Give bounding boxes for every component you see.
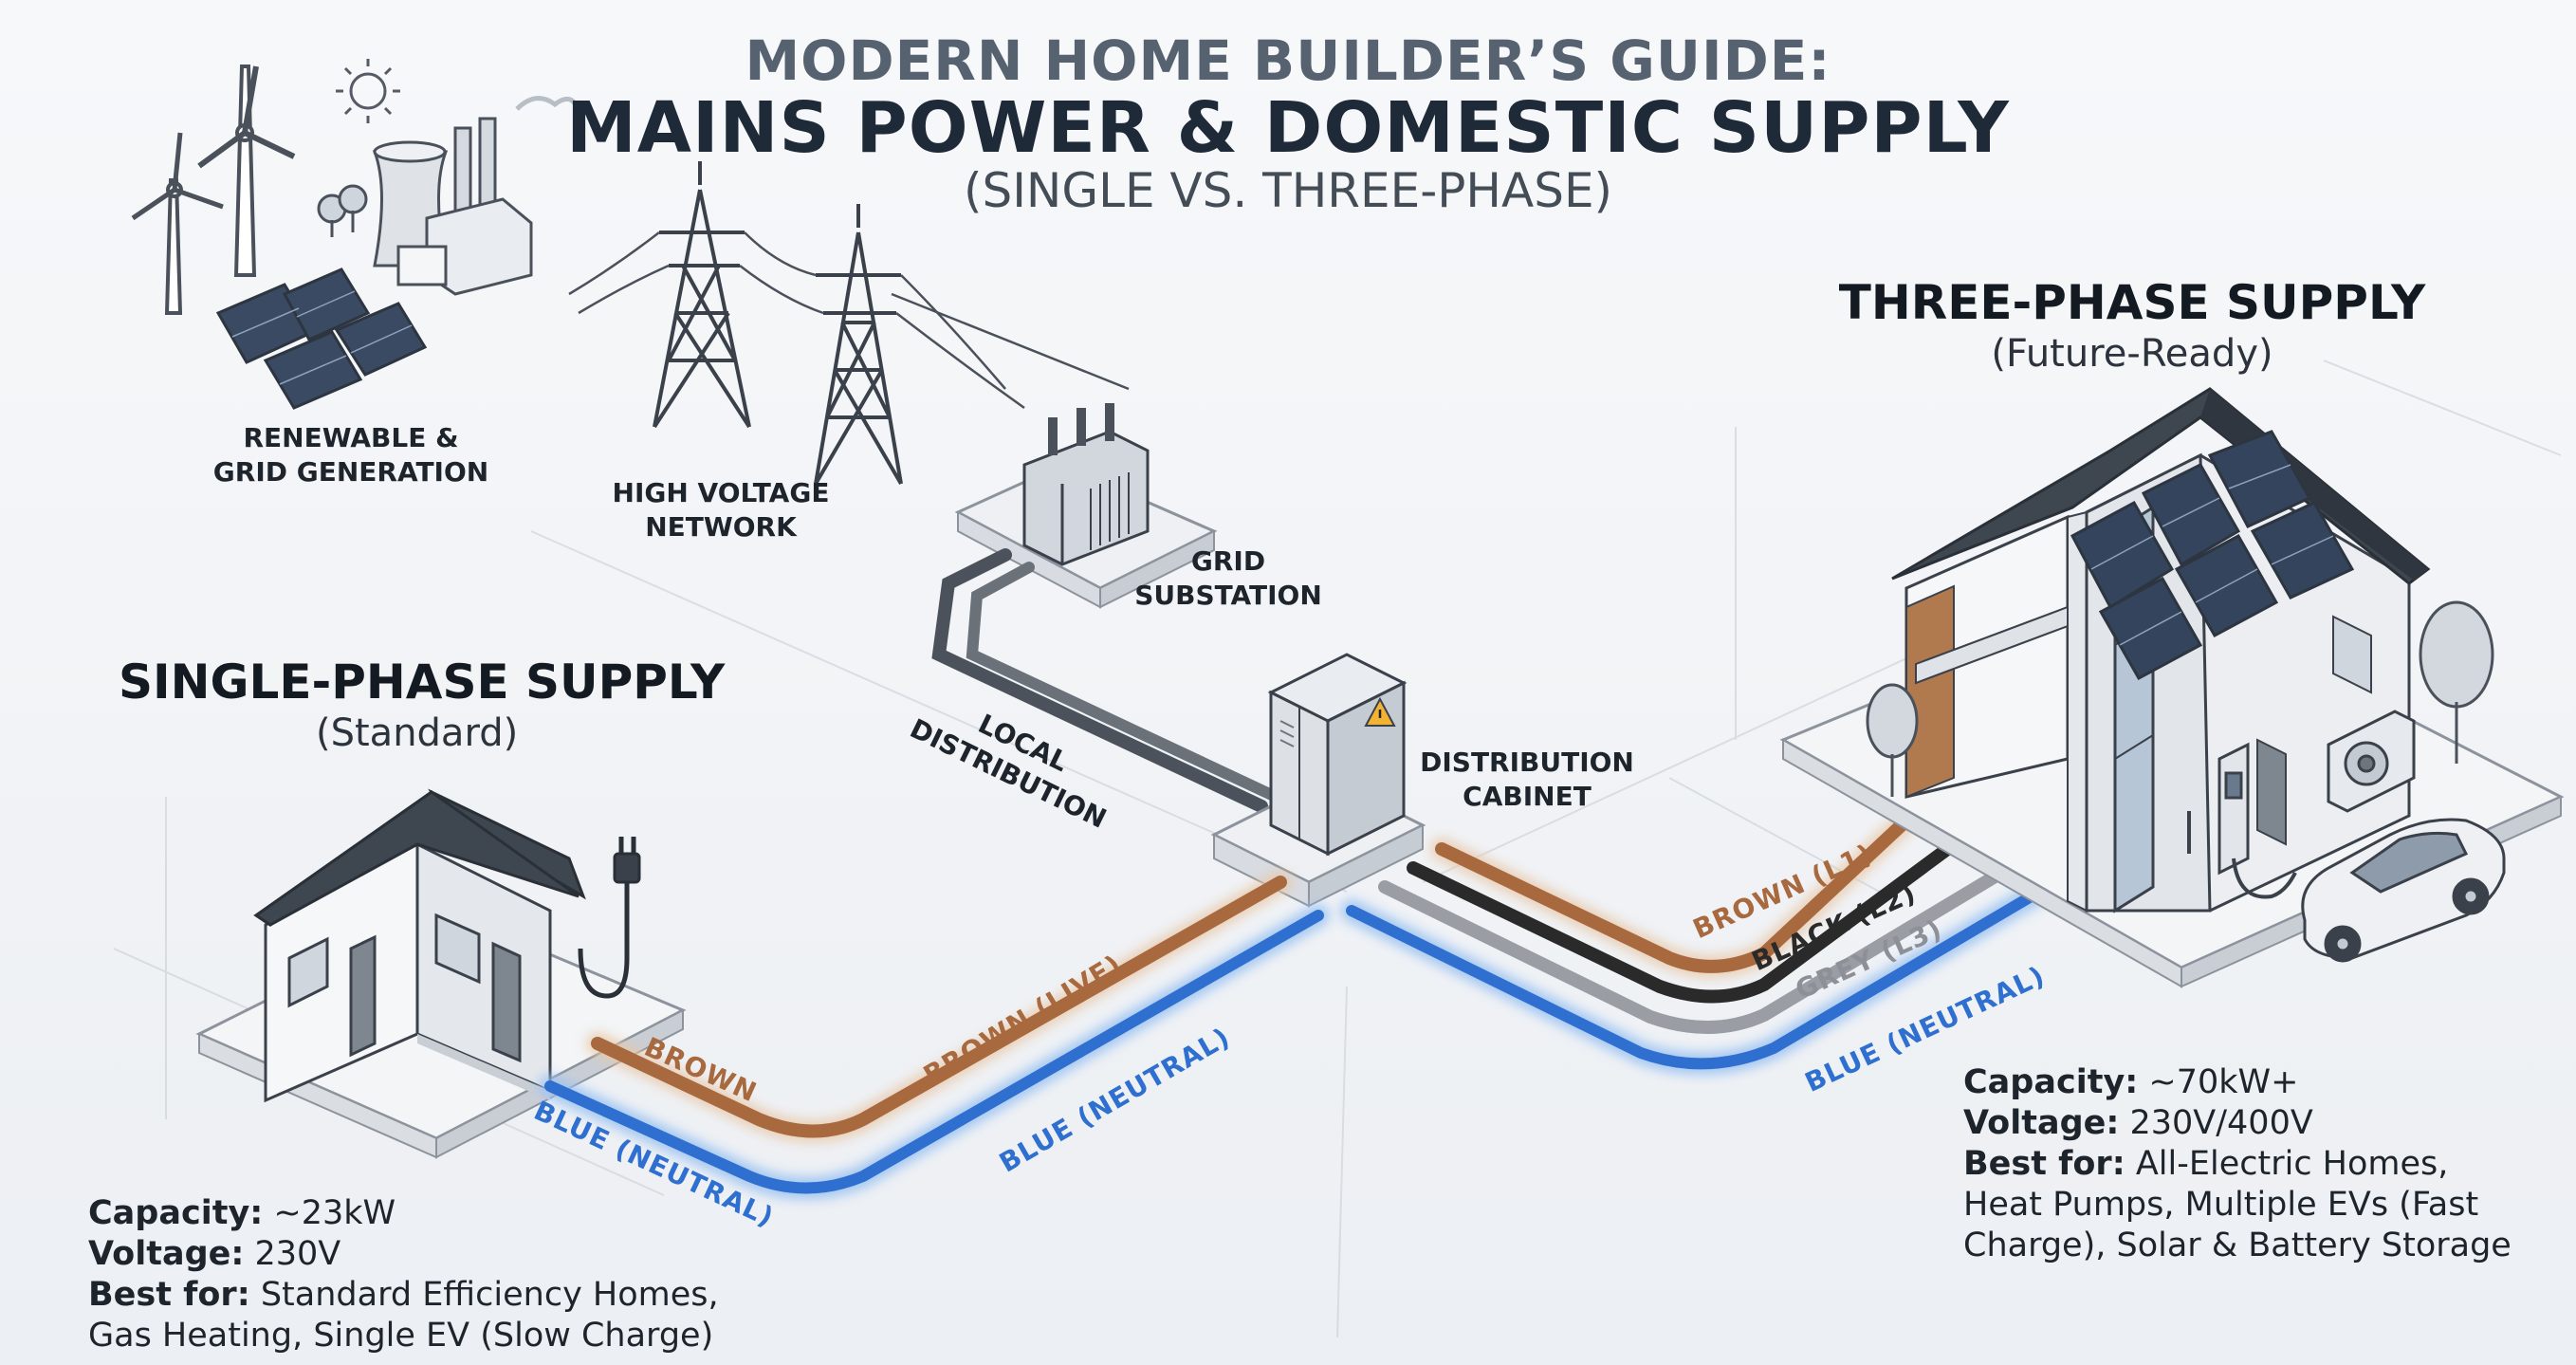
generation-label-line2: GRID GENERATION [212,456,489,488]
power-lines [568,231,1130,410]
generation-label: RENEWABLE & GRID GENERATION [213,421,488,489]
three-voltage-label: Voltage: [1963,1104,2120,1142]
guide-kicker: MODERN HOME BUILDER’S GUIDE: [745,28,1831,93]
high-voltage-label-line1: HIGH VOLTAGE [612,477,830,508]
tree-icon [1866,600,2494,797]
pylon-icon [653,161,903,486]
single-capacity-label: Capacity: [88,1194,264,1232]
three-phase-title: THREE-PHASE SUPPLY [1838,275,2426,330]
single-voltage-label: Voltage: [88,1235,245,1273]
substation-label-line2: SUBSTATION [1134,580,1322,611]
single-best-for-line2: Gas Heating, Single EV (Slow Charge) [88,1317,714,1355]
three-best-for-line1: All-Electric Homes, [2135,1145,2449,1183]
three-best-for-line3: Charge), Solar & Battery Storage [1963,1227,2512,1264]
three-best-for: Best for: All-Electric Homes, [1963,1144,2512,1185]
three-phase-wires [1340,809,2051,1076]
single-best-for: Best for: Standard Efficiency Homes, [88,1275,719,1316]
single-capacity-value: ~23kW [273,1194,396,1232]
wind-turbine-icon [131,65,296,315]
generation-label-line1: RENEWABLE & [243,422,459,453]
single-voltage-value: 230V [254,1235,341,1273]
high-voltage-label: HIGH VOLTAGE NETWORK [613,476,830,544]
page-subtitle: (SINGLE VS. THREE-PHASE) [963,163,1613,218]
single-phase-wires [539,871,1330,1200]
substation-label: GRID SUBSTATION [1134,544,1322,613]
single-phase-specs: Capacity: ~23kW Voltage: 230V Best for: … [88,1193,719,1356]
three-phase-specs: Capacity: ~70kW+ Voltage: 230V/400V Best… [1963,1062,2512,1266]
sun-icon [336,59,400,123]
electric-car-icon [2301,818,2506,963]
cabinet-label: DISTRIBUTION CABINET [1420,746,1634,814]
three-phase-subtitle: (Future-Ready) [1991,332,2273,376]
plug-icon [578,837,641,999]
substation-label-line1: GRID [1190,545,1266,577]
page-title: MAINS POWER & DOMESTIC SUPPLY [566,87,2010,169]
power-plant-icon [317,96,581,296]
heat-pump-icon [2327,710,2416,813]
single-phase-subtitle: (Standard) [316,711,519,755]
ev-charger-icon [2187,742,2297,899]
three-voltage-value: 230V/400V [2129,1104,2313,1142]
single-best-for-label: Best for: [88,1276,250,1314]
three-capacity-label: Capacity: [1963,1063,2139,1101]
single-capacity: Capacity: ~23kW [88,1193,719,1234]
warning-icon [1364,696,1396,727]
local-distribution-cables [931,548,1281,813]
three-capacity-value: ~70kW+ [2148,1063,2299,1101]
solar-panel-icon [215,267,428,410]
transformer-icon [954,403,1218,609]
single-best-for-line1: Standard Efficiency Homes, [260,1276,719,1314]
three-capacity: Capacity: ~70kW+ [1963,1062,2512,1103]
three-best-for-line2: Heat Pumps, Multiple EVs (Fast [1963,1186,2479,1224]
three-best-for-label: Best for: [1963,1145,2125,1183]
three-voltage: Voltage: 230V/400V [1963,1103,2512,1144]
cabinet-label-line1: DISTRIBUTION [1420,747,1634,778]
solar-panel-roof-icon [2070,430,2355,681]
single-voltage: Voltage: 230V [88,1234,719,1275]
cabinet-label-line2: CABINET [1463,781,1592,812]
high-voltage-label-line2: NETWORK [645,511,797,543]
single-phase-title: SINGLE-PHASE SUPPLY [119,655,726,710]
